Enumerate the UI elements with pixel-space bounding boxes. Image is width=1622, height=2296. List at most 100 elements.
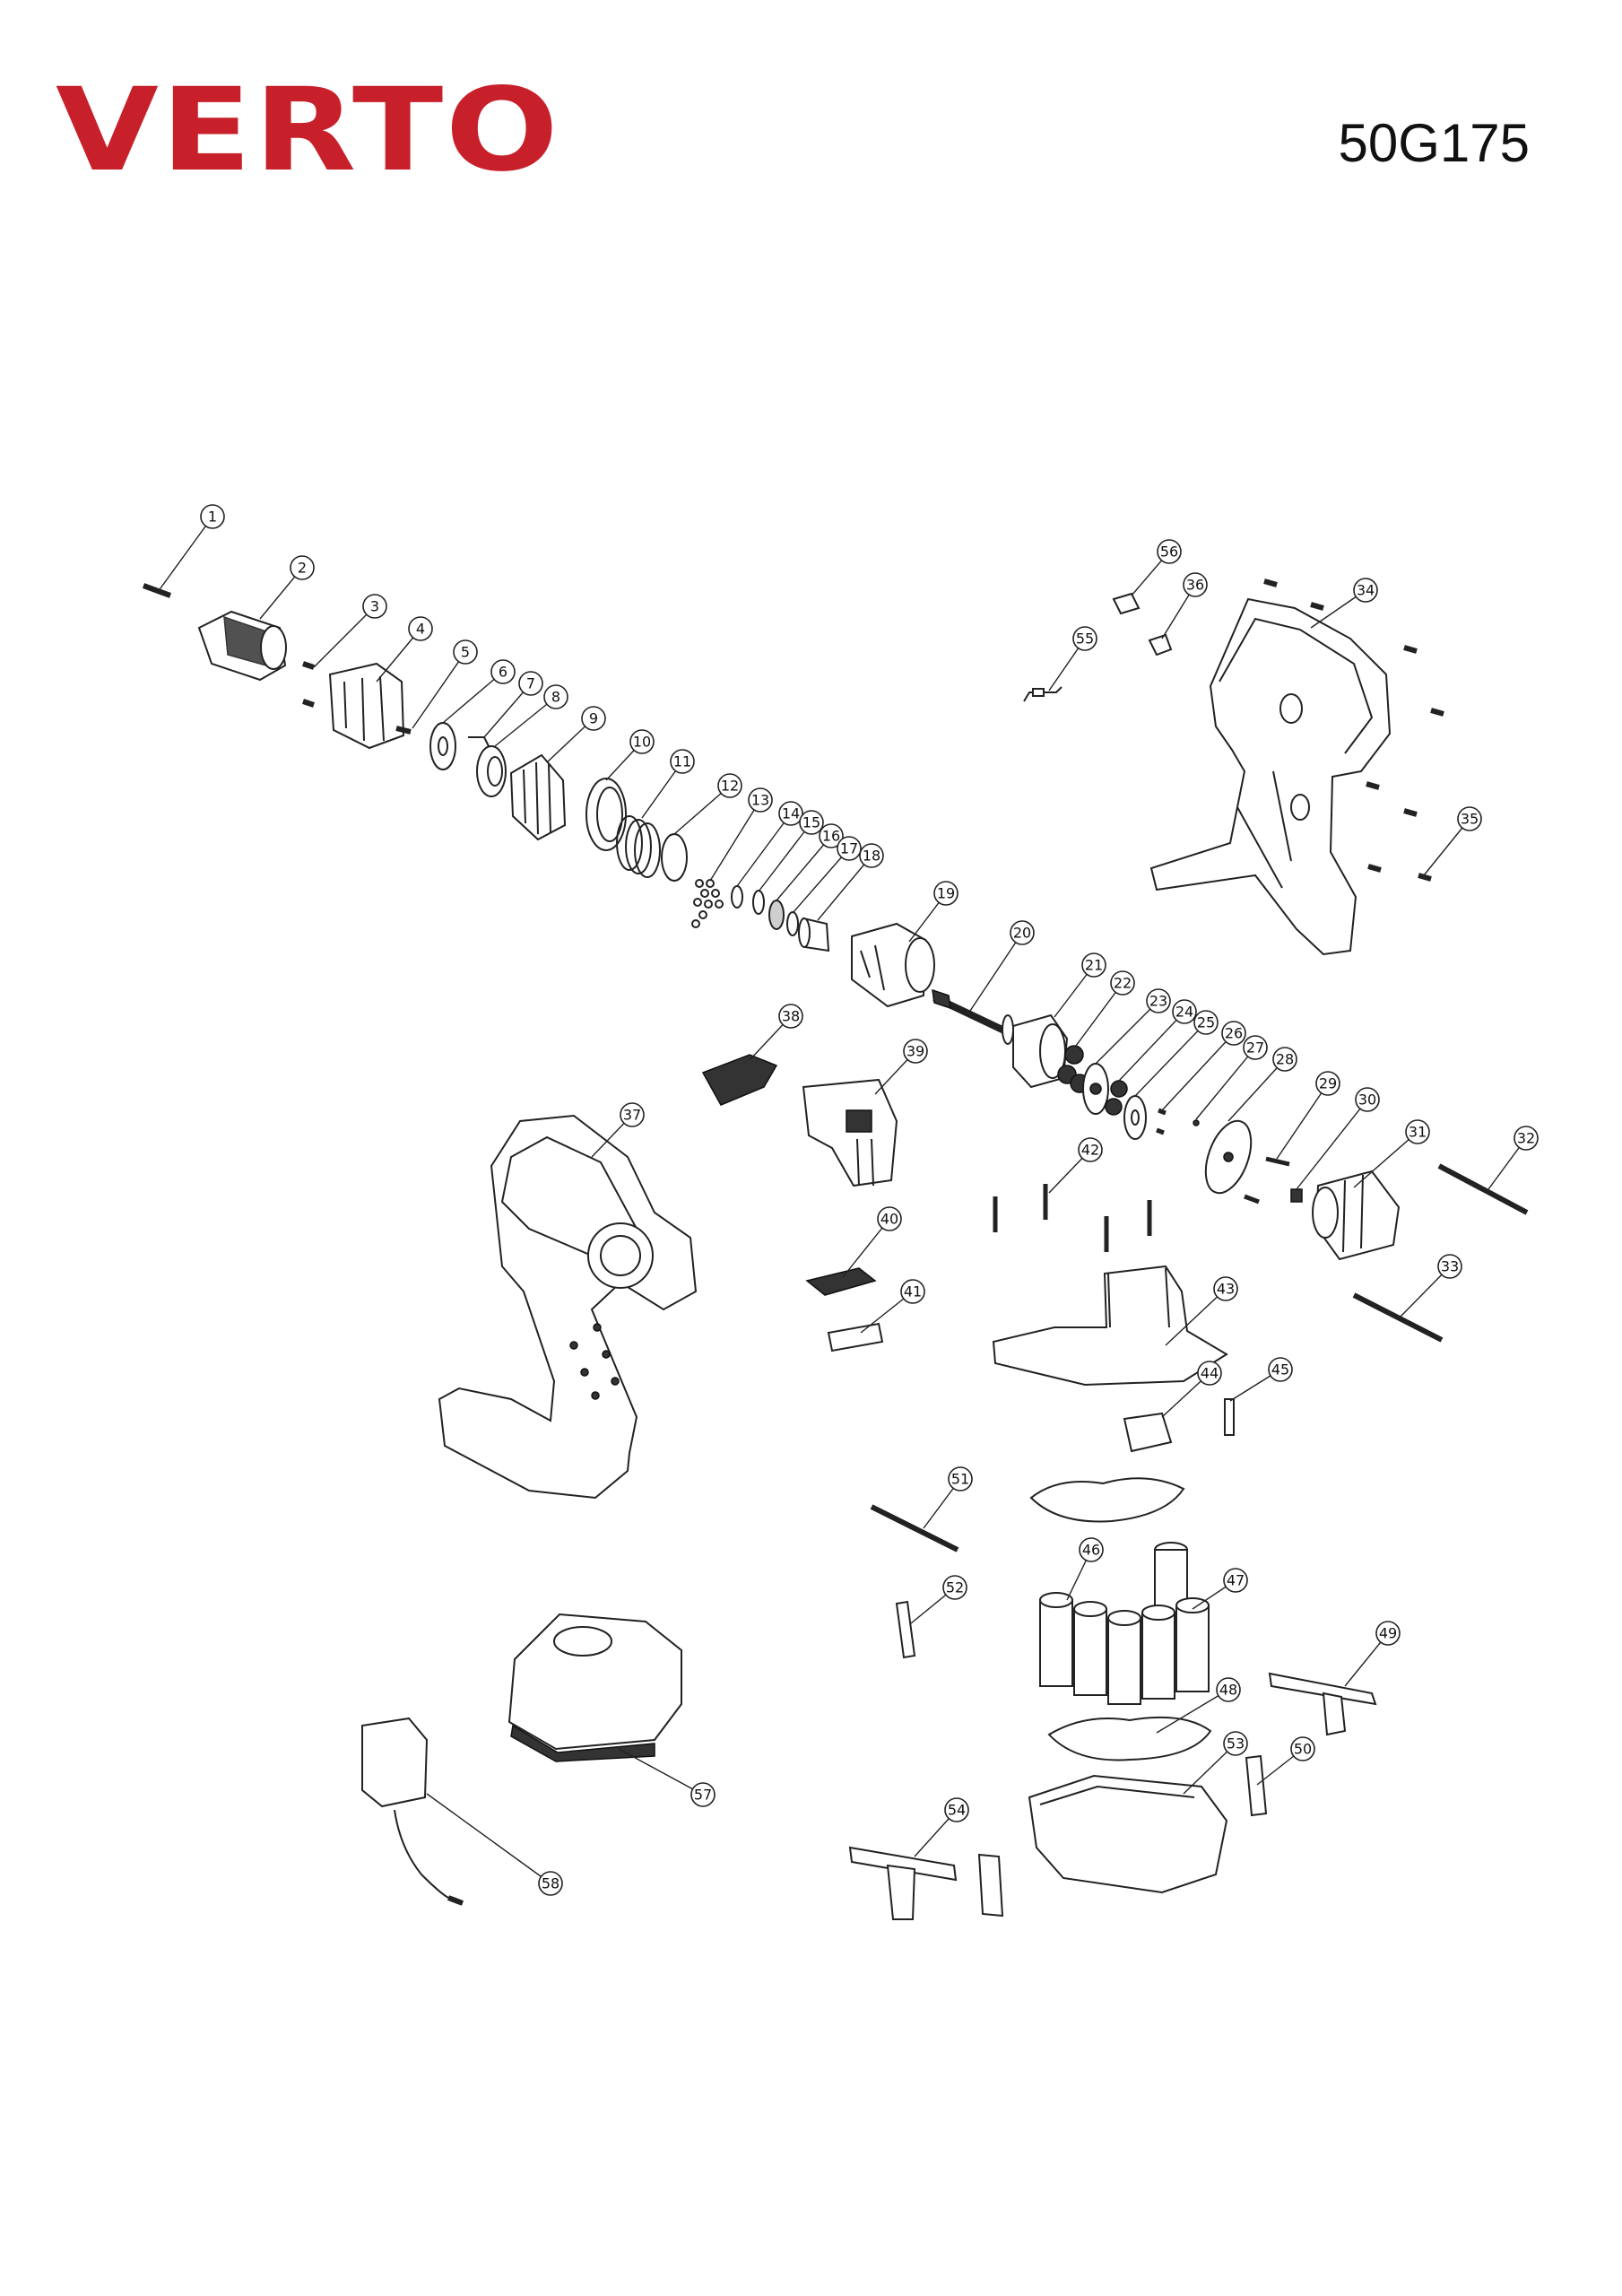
leader-line-26 [1161, 1032, 1235, 1111]
callout-number: 53 [1227, 1735, 1245, 1752]
callout-number: 45 [1271, 1361, 1289, 1378]
callout-number: 52 [946, 1579, 964, 1596]
callout-26: 26 [1221, 1021, 1246, 1046]
callout-circle [1243, 1035, 1268, 1060]
part-6-washer [429, 722, 456, 770]
leader-line-14 [736, 813, 792, 887]
callout-21: 21 [1081, 952, 1106, 978]
callout-53: 53 [1223, 1731, 1248, 1756]
callout-41: 41 [900, 1279, 925, 1304]
callout-circle [518, 671, 543, 696]
callout-55: 55 [1072, 626, 1097, 651]
callout-17: 17 [837, 836, 862, 861]
part-1-screw [142, 583, 172, 598]
callout-circle [778, 1004, 803, 1029]
callout-45: 45 [1268, 1357, 1293, 1382]
part-7-clip [468, 736, 490, 749]
part-55-wire [1023, 686, 1063, 702]
callout-29: 29 [1315, 1071, 1340, 1096]
leader-line-29 [1276, 1083, 1329, 1160]
callout-circle [778, 801, 803, 826]
part-18-sleeve [798, 917, 830, 952]
callout-circle [859, 843, 884, 868]
part-5-screws [395, 726, 412, 735]
part-44-terminal [1123, 1412, 1173, 1453]
callout-circle [1268, 1357, 1293, 1382]
callout-31: 31 [1405, 1119, 1430, 1144]
leader-line-15 [758, 822, 812, 892]
callout-24: 24 [1172, 999, 1197, 1024]
leader-line-27 [1195, 1047, 1256, 1120]
part-56-block [1112, 592, 1141, 615]
leader-line-57 [618, 1748, 704, 1796]
callout-56: 56 [1157, 539, 1182, 564]
callout-number: 21 [1085, 957, 1103, 974]
callout-19: 19 [933, 881, 958, 906]
callout-number: 43 [1217, 1281, 1235, 1298]
callout-1: 1 [200, 504, 225, 529]
callout-circle [490, 659, 516, 684]
part-38-switch-button [701, 1054, 778, 1106]
callout-number: 8 [551, 689, 560, 706]
part-30-pinion [1290, 1188, 1303, 1203]
part-17-washer [786, 911, 799, 936]
part-50-contact [1245, 1754, 1268, 1817]
part-27-pin [1193, 1119, 1200, 1126]
leader-line-20 [967, 932, 1023, 1014]
part-9-clutch-ring [509, 753, 567, 841]
callout-number: 44 [1201, 1365, 1219, 1382]
callout-22: 22 [1110, 970, 1135, 996]
part-39-switch [802, 1078, 898, 1187]
callout-circle [408, 616, 433, 641]
callout-circle [1290, 1736, 1315, 1761]
callout-number: 1 [208, 509, 217, 526]
callout-number: 20 [1013, 925, 1031, 942]
callout-circle [581, 706, 606, 731]
part-34-housing-half [1149, 597, 1392, 956]
callout-number: 25 [1197, 1014, 1215, 1031]
callout-circle [629, 729, 655, 754]
brand-logo: VERTO [56, 64, 561, 197]
callout-28: 28 [1272, 1047, 1297, 1072]
callout-number: 30 [1358, 1091, 1376, 1109]
callout-circle [1216, 1677, 1241, 1702]
callout-16: 16 [819, 823, 844, 848]
part-35-screws [1263, 578, 1444, 882]
callout-number: 38 [782, 1008, 800, 1025]
callout-circle [1355, 1087, 1380, 1112]
callout-number: 32 [1517, 1130, 1535, 1147]
callout-number: 57 [694, 1787, 712, 1804]
callout-number: 5 [461, 644, 470, 661]
callout-number: 26 [1225, 1025, 1243, 1042]
leader-line-25 [1134, 1022, 1207, 1097]
callout-circle [1375, 1621, 1401, 1646]
callout-circle [1405, 1119, 1430, 1144]
part-31-motor [1312, 1170, 1401, 1261]
model-number: 50G175 [1338, 113, 1530, 173]
part-37-housing [438, 1114, 698, 1500]
leader-line-43 [1165, 1288, 1227, 1346]
part-14-washer [731, 885, 743, 909]
callout-circle [1172, 999, 1197, 1024]
leader-line-3 [313, 605, 376, 668]
callout-number: 49 [1379, 1625, 1397, 1642]
part-24-gears [1105, 1080, 1128, 1116]
callout-18: 18 [859, 843, 884, 868]
callout-number: 40 [880, 1211, 898, 1228]
callout-number: 42 [1081, 1142, 1099, 1159]
leader-line-5 [412, 651, 466, 729]
callout-circle [819, 823, 844, 848]
leader-line-28 [1227, 1058, 1286, 1122]
callout-circle [690, 1782, 716, 1807]
callout-number: 2 [298, 560, 307, 577]
callout-47: 47 [1223, 1568, 1248, 1593]
callout-49: 49 [1375, 1621, 1401, 1646]
leader-line-31 [1353, 1131, 1418, 1188]
leader-line-30 [1296, 1099, 1368, 1190]
callout-27: 27 [1243, 1035, 1268, 1060]
part-insulator-pads [1029, 1477, 1212, 1761]
callout-number: 4 [416, 621, 425, 638]
callout-43: 43 [1213, 1276, 1238, 1301]
callout-number: 28 [1276, 1051, 1294, 1068]
